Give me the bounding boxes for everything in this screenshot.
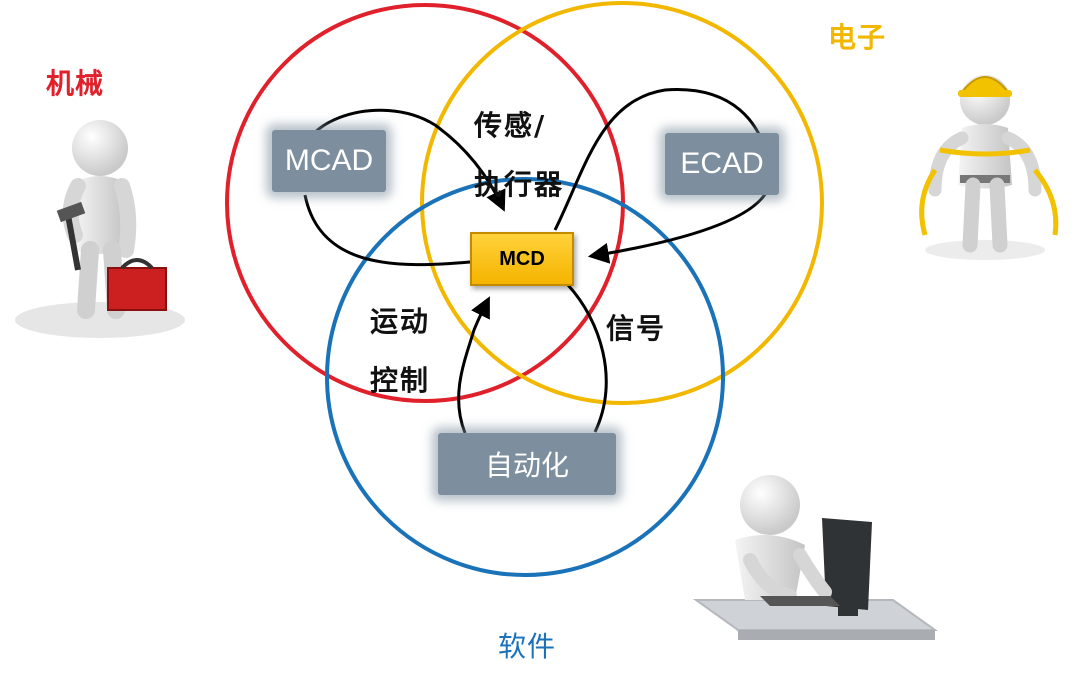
software-circle: [325, 177, 725, 577]
mcd-center-box: MCD: [470, 232, 574, 286]
arrow-icon: [553, 88, 772, 264]
arrow-icon: [457, 296, 490, 434]
programmer-figure-icon: [692, 475, 939, 640]
mechanical-circle: [225, 3, 625, 403]
motion-control-label-line1: 运动: [370, 305, 431, 338]
mechanic-figure-icon: [15, 120, 185, 338]
automation-box: 自动化: [438, 433, 616, 495]
sensor-actuator-label-line1: 传感/: [474, 109, 547, 142]
electrical-circle: [420, 1, 824, 405]
signal-label: 信号: [606, 312, 667, 345]
mechanical-label: 机械: [46, 67, 105, 100]
software-label: 软件: [498, 630, 557, 663]
mcad-box: MCAD: [272, 130, 386, 192]
arrow-icon: [566, 283, 608, 433]
electrical-label: 电子: [828, 21, 887, 54]
motion-control-label-line2: 控制: [370, 364, 431, 397]
electrician-figure-icon: [919, 75, 1059, 260]
arrow-icon: [303, 194, 471, 267]
sensor-actuator-label-line2: 执行器: [474, 168, 565, 201]
ecad-box: ECAD: [665, 133, 779, 195]
